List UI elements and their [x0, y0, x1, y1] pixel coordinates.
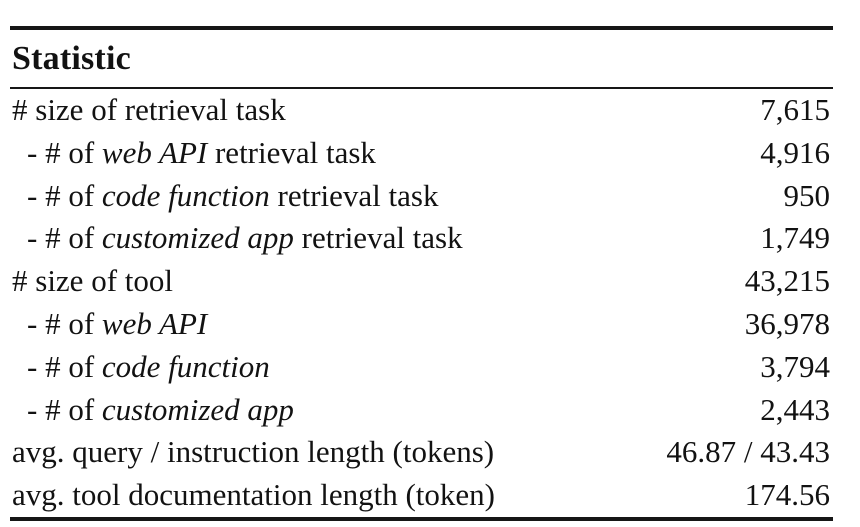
- row-value: 2,443: [760, 391, 830, 427]
- row-label-part: # size of retrieval task: [12, 92, 286, 127]
- row-label: - # of web API retrieval task: [10, 132, 376, 175]
- table-header-statistic: Statistic: [12, 39, 131, 77]
- row-label-part: retrieval task: [207, 134, 376, 170]
- table-header-rule: [10, 87, 833, 89]
- row-label-part: web API: [101, 134, 208, 170]
- table-bottom-rule: [10, 516, 833, 521]
- row-label-part: web API: [101, 305, 208, 341]
- row-label: - # of code function retrieval task: [10, 175, 438, 218]
- row-label-part: code function: [101, 177, 270, 213]
- table-row: - # of code function retrieval task 950: [10, 175, 833, 218]
- row-value: 3,794: [760, 348, 830, 384]
- row-label-part: avg. tool documentation length (token): [12, 477, 495, 513]
- row-value: 36,978: [744, 305, 830, 341]
- table-body: # size of retrieval task 7,615 - # of we…: [10, 89, 833, 517]
- row-value: 1,749: [760, 220, 830, 256]
- row-label: avg. query / instruction length (tokens): [10, 431, 494, 474]
- row-label-part: code function: [101, 348, 270, 384]
- row-label-part: - # of: [27, 348, 102, 384]
- row-label: - # of customized app retrieval task: [10, 217, 463, 260]
- row-value: 46.87 / 43.43: [666, 434, 830, 470]
- table-row: - # of web API retrieval task 4,916: [10, 132, 833, 175]
- row-label: # size of tool: [10, 260, 173, 303]
- row-value: 7,615: [760, 92, 830, 127]
- row-label-part: - # of: [27, 220, 102, 256]
- row-label: # size of retrieval task: [10, 89, 286, 132]
- row-value: 950: [783, 177, 831, 213]
- row-label-part: avg. query / instruction length (tokens): [12, 434, 495, 470]
- row-label-part: - # of: [27, 391, 102, 427]
- row-label-part: retrieval task: [269, 177, 439, 213]
- table-row: - # of customized app 2,443: [10, 389, 833, 432]
- row-value: 43,215: [744, 263, 830, 299]
- row-label: - # of web API: [10, 303, 207, 346]
- table-header-row: Statistic: [10, 30, 833, 87]
- row-label-part: - # of: [27, 134, 102, 170]
- table-row: - # of code function 3,794: [10, 346, 833, 389]
- row-value: 174.56: [744, 477, 830, 513]
- row-label: avg. tool documentation length (token): [10, 474, 495, 517]
- row-label-part: customized app: [101, 220, 294, 256]
- table-row: - # of web API 36,978: [10, 303, 833, 346]
- row-label-part: - # of: [27, 305, 102, 341]
- table-top-rule: [10, 26, 833, 30]
- row-value: 4,916: [760, 134, 830, 170]
- table-row: avg. tool documentation length (token) 1…: [10, 474, 833, 517]
- table-row: avg. query / instruction length (tokens)…: [10, 431, 833, 474]
- table-row: - # of customized app retrieval task 1,7…: [10, 217, 833, 260]
- row-label: - # of code function: [10, 346, 270, 389]
- row-label-part: customized app: [101, 391, 294, 427]
- row-label-part: # size of tool: [12, 263, 173, 299]
- row-label: - # of customized app: [10, 389, 294, 432]
- statistics-table: Statistic # size of retrieval task 7,615…: [10, 26, 833, 521]
- row-label-part: retrieval task: [293, 220, 463, 256]
- row-label-part: - # of: [27, 177, 102, 213]
- table-row: # size of tool 43,215: [10, 260, 833, 303]
- table-row: # size of retrieval task 7,615: [10, 89, 833, 132]
